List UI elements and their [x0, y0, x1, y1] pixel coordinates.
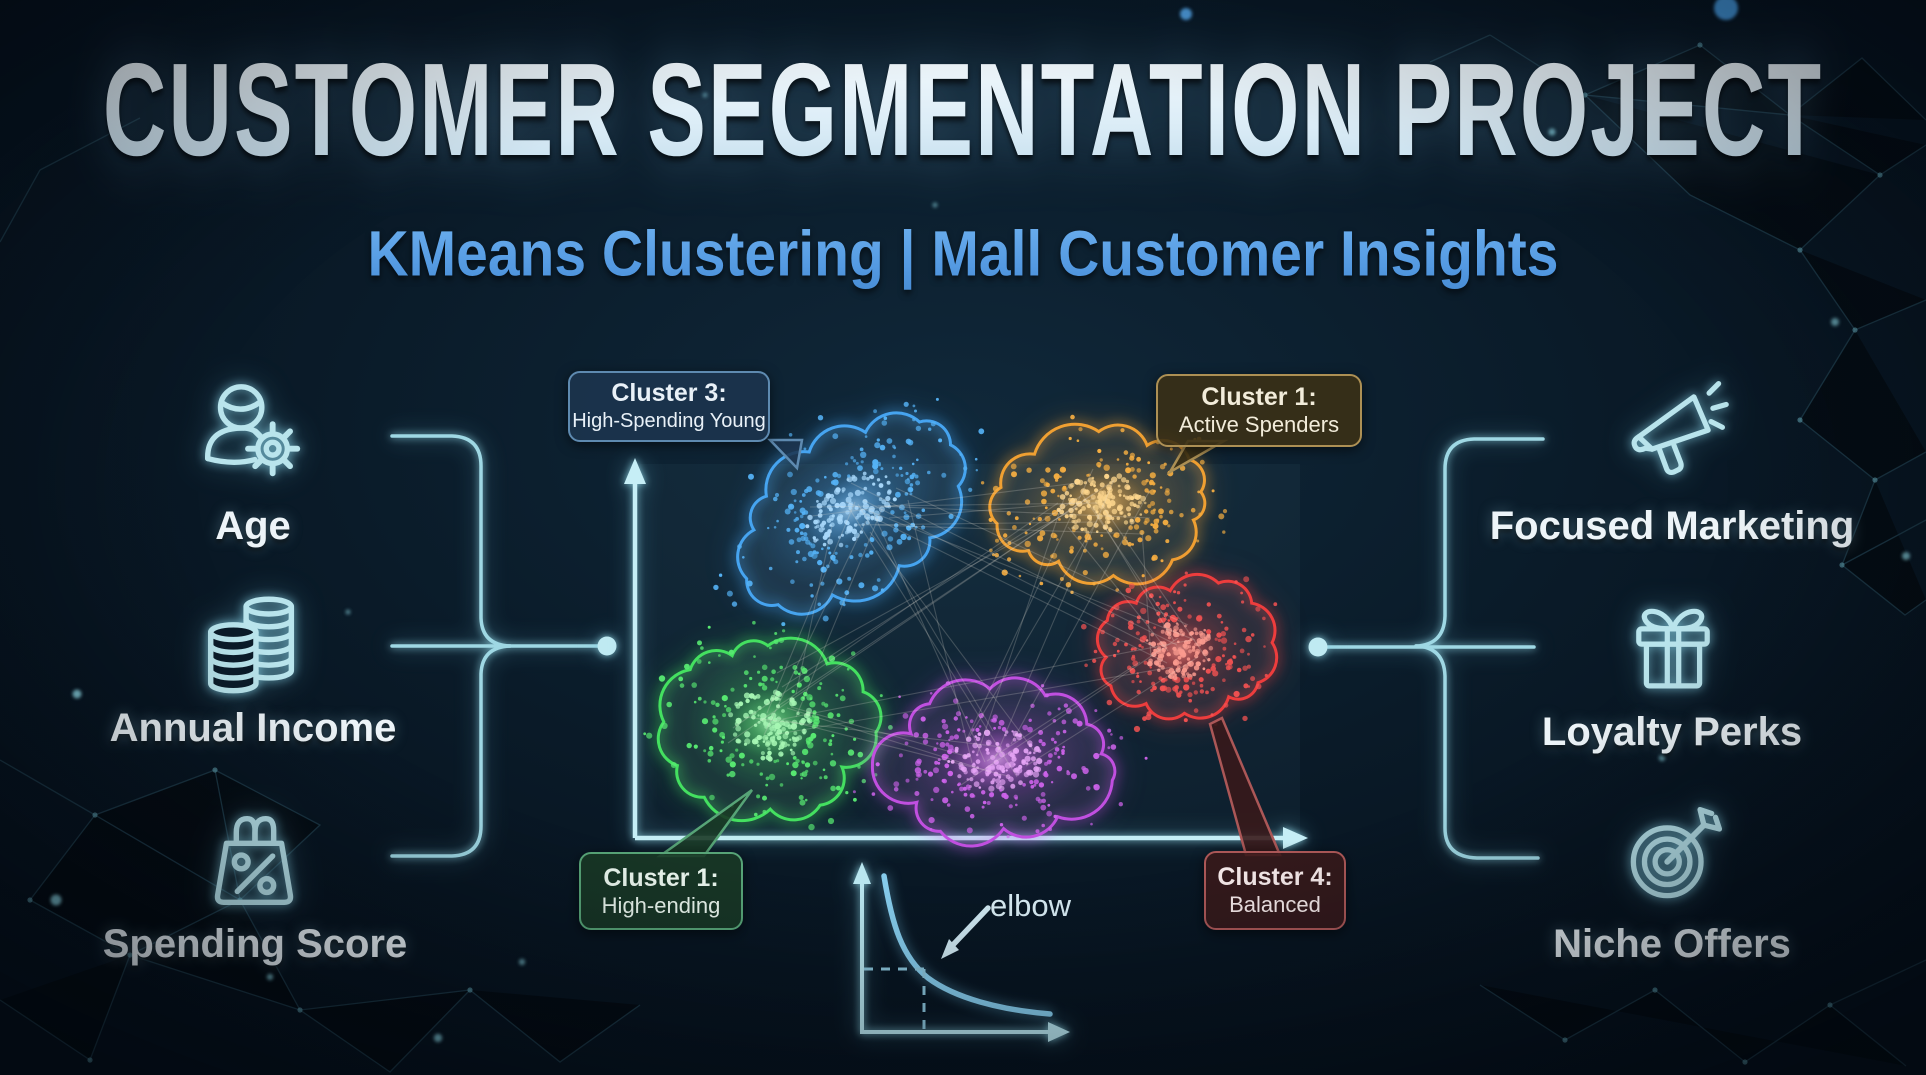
feature-label-age: Age [215, 504, 291, 548]
cluster-high-ending [643, 620, 893, 831]
callout-title: Cluster 3: [611, 379, 727, 407]
page-subtitle: KMeans Clustering | Mall Customer Insigh… [0, 198, 1926, 310]
left-junction-dot [597, 636, 617, 656]
callout-cluster-1-bottom: Cluster 1: High-ending [579, 852, 743, 930]
callout-subtitle: Balanced [1229, 892, 1321, 917]
left-bracket [390, 434, 600, 858]
callout-cluster-1-top: Cluster 1: Active Spenders [1156, 374, 1362, 447]
scatter-axes [624, 458, 1308, 849]
glow-dots [50, 0, 1910, 1043]
page-title: CUSTOMER SEGMENTATION PROJECT [0, 0, 1926, 236]
outcome-label-niche-offers: Niche Offers [1553, 922, 1791, 966]
gift-icon [1616, 586, 1730, 711]
elbow-pointer-arrow [941, 905, 991, 959]
callout-cluster-4: Cluster 4: Balanced [1204, 851, 1346, 930]
elbow-chart: elbow [853, 862, 1072, 1042]
callout-subtitle: Active Spenders [1178, 412, 1340, 437]
tail-cluster-3 [767, 438, 804, 471]
callout-subtitle: High-Spending Young [572, 410, 766, 432]
cluster-balanced-mid [852, 676, 1148, 848]
outcome-label-focused-marketing: Focused Marketing [1489, 504, 1855, 548]
target-arrow-icon [1615, 798, 1731, 919]
cluster-clouds [643, 397, 1279, 848]
person-gear-icon [192, 374, 310, 497]
elbow-curve [881, 873, 1053, 1017]
elbow-dashed-guides [864, 967, 926, 1030]
right-bracket [1326, 437, 1545, 860]
callout-subtitle: High-ending [601, 892, 721, 918]
callout-title: Cluster 4: [1217, 863, 1333, 891]
outcome-label-loyalty-perks: Loyalty Perks [1541, 710, 1803, 754]
shopping-bag-percent-icon [195, 800, 313, 923]
coin-stacks-icon [194, 585, 312, 708]
megaphone-icon [1612, 376, 1734, 495]
feature-label-annual-income: Annual Income [109, 706, 397, 750]
right-junction-dot [1308, 637, 1328, 657]
callout-tails [656, 438, 1282, 858]
callout-title: Cluster 1: [1201, 383, 1317, 411]
cluster-links [727, 468, 1210, 786]
callout-cluster-3: Cluster 3: High-Spending Young [568, 371, 770, 442]
cluster-balanced [1081, 571, 1279, 733]
feature-label-spending-score: Spending Score [102, 922, 408, 966]
callout-title: Cluster 1: [603, 863, 719, 892]
elbow-label: elbow [990, 888, 1072, 923]
cluster-active-spenders [980, 414, 1228, 594]
cluster-high-spending-young [713, 397, 985, 627]
mesh-nodes [27, 42, 1883, 1065]
